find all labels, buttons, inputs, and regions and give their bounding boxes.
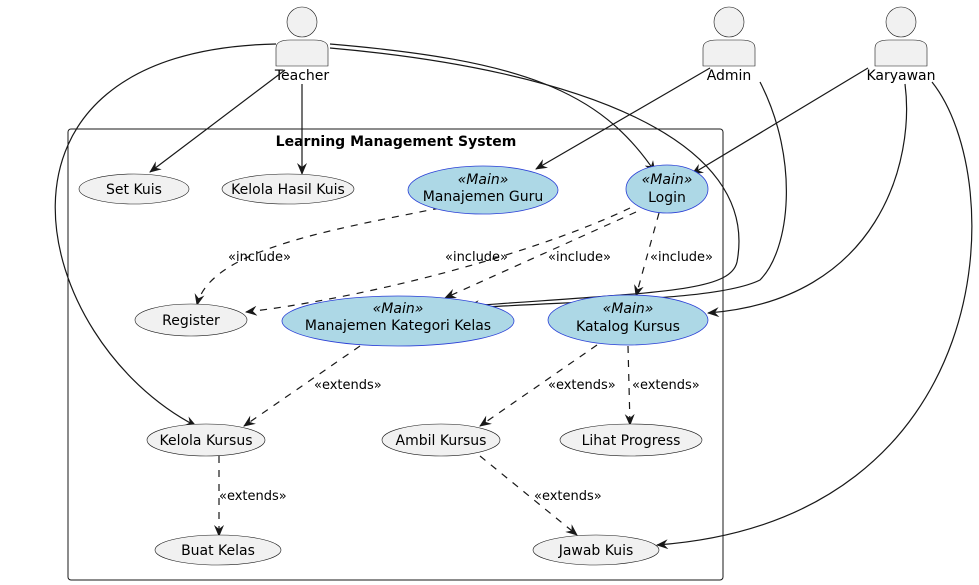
actor-head-icon [713, 6, 745, 38]
actor-body-icon [275, 39, 329, 67]
use-case-lihat-progress[interactable]: Lihat Progress [559, 423, 703, 457]
include-label: «include» [548, 250, 611, 265]
assoc-karyawan-login [691, 67, 869, 175]
assoc-teacher-login [329, 43, 656, 173]
use-case-label: Katalog Kursus [576, 319, 680, 335]
use-case-label: Manajemen Guru [423, 189, 544, 205]
use-case-label: Login [648, 190, 686, 206]
stereotype-main: «Main» [642, 172, 693, 188]
assoc-admin-manajemen-guru [535, 67, 711, 170]
use-case-label: Register [162, 313, 220, 329]
assoc-teacher-set-kuis [149, 69, 286, 173]
use-case-buat-kelas[interactable]: Buat Kelas [154, 534, 282, 566]
assoc-karyawan-katalog [707, 83, 908, 318]
use-case-kelola-hasil-kuis[interactable]: Kelola Hasil Kuis [221, 173, 355, 205]
extends-label: «extends» [548, 378, 616, 393]
use-case-katalog-kursus[interactable]: «Main» Katalog Kursus [547, 294, 709, 346]
use-case-label: Lihat Progress [582, 433, 681, 449]
actor-head-icon [885, 6, 917, 38]
stereotype-main: «Main» [373, 301, 424, 317]
extends-ambil-kursus-jawab-kuis [479, 455, 578, 536]
actor-head-icon [286, 6, 318, 38]
include-login-manajemen-kategori [444, 211, 637, 299]
actor-body-icon [874, 39, 928, 67]
include-label: «include» [228, 250, 291, 265]
dependencies [194, 207, 660, 537]
use-case-label: Ambil Kursus [396, 433, 487, 449]
assoc-teacher-kelola-kursus [54, 43, 277, 427]
use-case-register[interactable]: Register [134, 303, 248, 337]
use-case-kelola-kursus[interactable]: Kelola Kursus [146, 423, 266, 457]
use-case-label: Buat Kelas [181, 543, 255, 559]
use-case-manajemen-guru[interactable]: «Main» Manajemen Guru [407, 165, 559, 215]
include-label: «include» [445, 250, 508, 265]
extends-label: «extends» [632, 378, 700, 393]
actor-admin: Admin [702, 6, 756, 84]
include-login-katalog [634, 212, 660, 297]
use-case-label: Manajemen Kategori Kelas [305, 318, 491, 334]
actor-label-karyawan: Karyawan [866, 68, 935, 84]
use-case-label: Kelola Hasil Kuis [231, 182, 345, 198]
use-case-label: Set Kuis [106, 182, 162, 198]
extends-label: «extends» [219, 489, 287, 504]
use-case-jawab-kuis[interactable]: Jawab Kuis [532, 534, 660, 566]
include-label: «include» [650, 250, 713, 265]
extends-label: «extends» [314, 378, 382, 393]
use-case-set-kuis[interactable]: Set Kuis [78, 173, 190, 205]
actor-teacher: Teacher [274, 6, 330, 84]
relation-labels: «include» «include» «include» «include» … [219, 250, 713, 504]
use-case-manajemen-kategori-kelas[interactable]: «Main» Manajemen Kategori Kelas [281, 295, 515, 347]
include-manajemen-guru-register [194, 207, 441, 306]
associations [54, 43, 973, 550]
system-boundary: Learning Management System [67, 128, 724, 581]
assoc-karyawan-jawab-kuis [656, 81, 973, 550]
extends-label: «extends» [534, 489, 602, 504]
use-case-login[interactable]: «Main» Login [625, 164, 709, 214]
actor-label-teacher: Teacher [274, 68, 330, 84]
use-case-ambil-kursus[interactable]: Ambil Kursus [381, 423, 501, 457]
actor-karyawan: Karyawan [866, 6, 936, 84]
extends-manajemen-kategori-kelola-kursus [243, 345, 361, 427]
stereotype-main: «Main» [603, 301, 654, 317]
actor-label-admin: Admin [707, 68, 752, 84]
stereotype-main: «Main» [458, 172, 509, 188]
use-case-label: Kelola Kursus [159, 433, 252, 449]
assoc-teacher-manajemen-kategori [329, 47, 740, 311]
actor-body-icon [702, 39, 756, 67]
system-title: Learning Management System [276, 134, 517, 150]
include-login-register [245, 207, 631, 316]
use-case-label: Jawab Kuis [558, 543, 634, 559]
extends-katalog-ambil-kursus [479, 344, 598, 427]
extends-katalog-lihat-progress [624, 345, 635, 426]
